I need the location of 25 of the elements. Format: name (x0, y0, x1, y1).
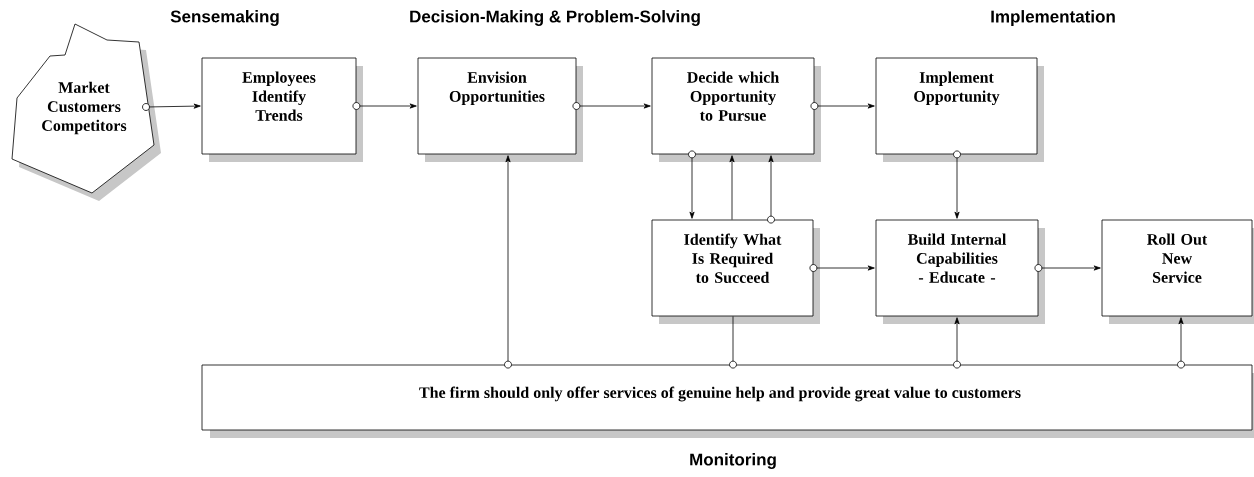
arrow (1041, 265, 1101, 271)
arrow (359, 103, 417, 109)
arrow (768, 155, 774, 217)
process-box: Envision Opportunities (417, 57, 583, 162)
arrow (729, 155, 735, 220)
process-box: Roll Out New Service (1101, 219, 1254, 324)
arrow (817, 103, 875, 109)
process-box: Implement Opportunity (875, 57, 1044, 162)
section-heading: Sensemaking (170, 10, 279, 26)
statement-box: The firm should only offer services of genuine help and provide great value to customers (201, 360, 1254, 438)
section-heading: Implementation (991, 10, 1115, 26)
process-box: Employees Identify Trends (201, 57, 363, 162)
section-heading: Decision-Making & Problem-Solving (410, 10, 700, 26)
arrow (689, 157, 695, 219)
arrow (149, 103, 201, 109)
section-heading: Monitoring (690, 453, 776, 469)
arrow (505, 155, 511, 362)
arrow (816, 265, 875, 271)
process-box: Build Internal Capabilities - Educate - (875, 219, 1045, 324)
arrow (1178, 317, 1184, 362)
arrow (954, 317, 960, 362)
arrow (579, 103, 651, 109)
process-box: Identify What Is Required to Succeed (651, 215, 820, 324)
arrow (954, 157, 960, 219)
process-box: Decide which Opportunity to Pursue (651, 57, 821, 162)
